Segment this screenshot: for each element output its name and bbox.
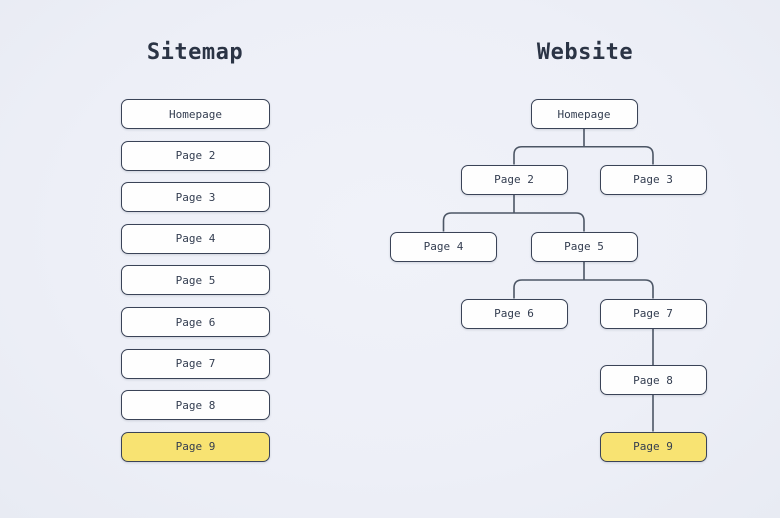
website-panel-title: Website — [536, 40, 634, 65]
tree-node: Page 9 — [599, 431, 707, 462]
tree-node: Page 7 — [599, 298, 707, 329]
sitemap-item: Page 9 — [121, 431, 270, 462]
tree-node: Homepage — [530, 99, 638, 129]
tree-node: Page 5 — [530, 231, 638, 262]
sitemap-item: Homepage — [121, 99, 270, 129]
sitemap-item: Page 8 — [121, 390, 270, 421]
tree-node: Page 3 — [599, 164, 707, 195]
sitemap-item: Page 6 — [121, 307, 270, 337]
tree-node: Page 8 — [599, 365, 707, 395]
tree-node: Page 6 — [460, 298, 568, 329]
sitemap-item: Page 2 — [121, 140, 270, 171]
connector-path — [442, 129, 654, 432]
sitemap-item: Page 5 — [121, 265, 270, 296]
sitemap-item: Page 3 — [121, 182, 270, 213]
sitemap-item: Page 4 — [121, 223, 270, 254]
tree-node: Page 4 — [390, 231, 497, 262]
sitemap-panel-title: Sitemap — [146, 40, 244, 65]
sitemap-item: Page 7 — [121, 348, 270, 379]
tree-node: Page 2 — [460, 164, 568, 195]
